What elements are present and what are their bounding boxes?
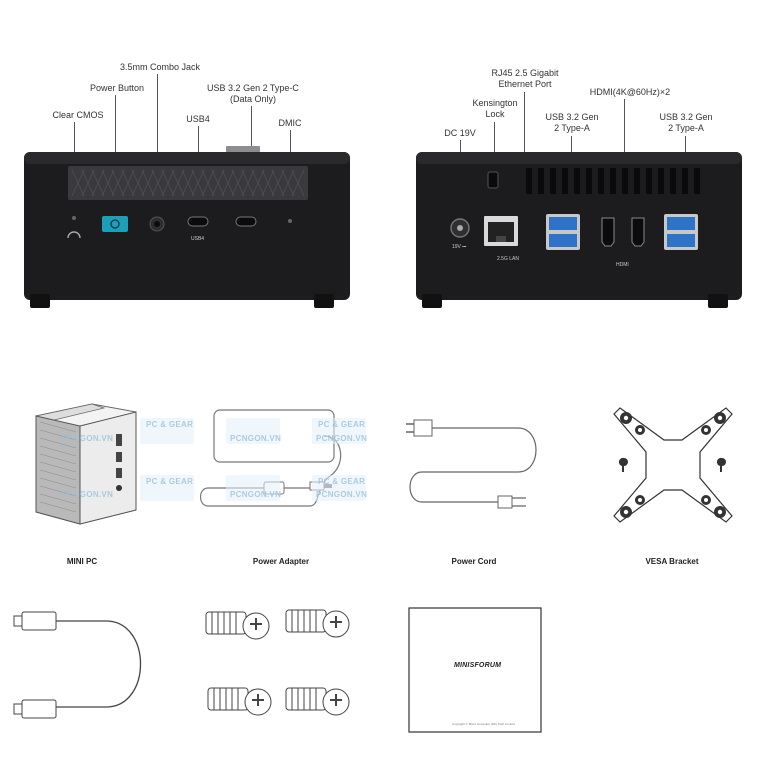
label-hdmi: HDMI(4K@60Hz)×2 [589,87,671,97]
hdmi-port-print: HDMI [616,262,629,268]
label-usb-a-left: USB 3.2 Gen [545,112,599,122]
lan-port-print: 2.5G LAN [497,256,519,262]
label-clear-cmos: Clear CMOS [52,110,104,120]
watermark-text: PCNGON.VN [316,434,368,443]
front-chassis [24,146,350,308]
watermark-text: PC & GEAR [146,477,194,486]
label-combo-jack: 3.5mm Combo Jack [119,62,201,72]
label-rj45: RJ45 2.5 Gigabit [491,68,559,78]
label-usb-a-right: USB 3.2 Gen [659,112,713,122]
label-usb-c: USB 3.2 Gen 2 Type-C [207,83,299,93]
caption-mini-pc: MINI PC [66,557,98,566]
watermark-text: PCNGON.VN [230,490,282,499]
watermark-text: PCNGON.VN [62,434,114,443]
vesa-bracket-illustration [613,407,733,523]
usb4-port-print: USB4 [191,236,205,242]
label-kensington: Kensington [472,98,518,108]
mini-pc-illustration [34,403,137,525]
watermark-text: PCNGON.VN [230,434,282,443]
watermark-text: PC & GEAR [146,420,194,429]
watermark-text: PCNGON.VN [316,490,368,499]
watermark-text: PC & GEAR [318,477,366,486]
manual-illustration [408,607,542,733]
screws-illustration [205,609,350,716]
caption-power-adapter: Power Adapter [252,557,310,566]
hdmi-cable-illustration [13,611,142,719]
rear-chassis [416,152,742,308]
watermark-text: PC & GEAR [318,420,366,429]
label-usb-a-right-2: 2 Type-A [668,123,704,133]
label-power-button: Power Button [89,83,145,93]
dc-port-print: 19V ⎓ [452,244,467,250]
label-dc: DC 19V [444,128,476,138]
label-usb-c-note: (Data Only) [229,94,276,104]
label-usb-a-left-2: 2 Type-A [554,123,590,133]
manual-footer: Copyright © Micro Computer (HK) Tech Lim… [452,722,515,726]
label-rj45-2: Ethernet Port [498,79,552,89]
power-cord-illustration [406,419,537,509]
label-dmic: DMIC [278,118,302,128]
caption-power-cord: Power Cord [451,557,497,566]
label-kensington-2: Lock [485,109,505,119]
label-usb4: USB4 [186,114,210,124]
watermark-text: PCNGON.VN [62,490,114,499]
caption-vesa: VESA Bracket [645,557,699,566]
manual-brand: MINISFORUM [454,662,502,669]
